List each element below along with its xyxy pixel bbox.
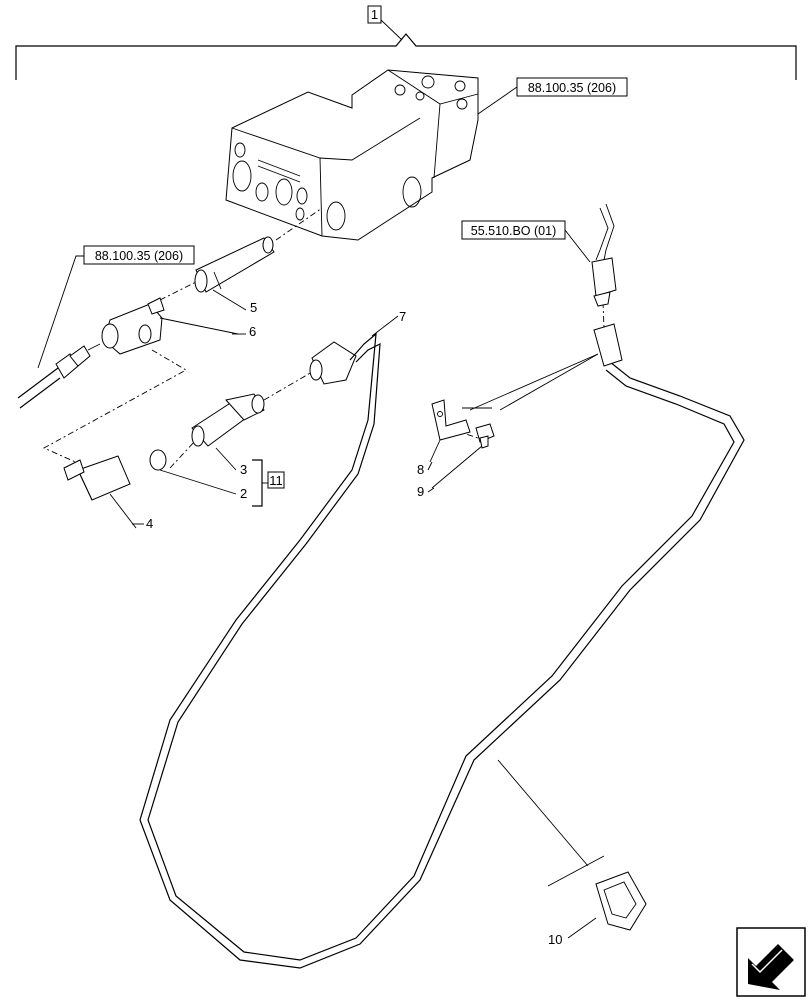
control-valve-block — [225, 69, 479, 241]
adapter-part-5 — [194, 236, 275, 311]
kit-bracket: 11 — [252, 459, 285, 507]
hose-fitting — [17, 343, 101, 409]
callout-6: 6 — [249, 324, 256, 339]
callout-10: 10 — [548, 932, 562, 947]
callout-3: 3 — [240, 462, 247, 477]
arrow-icon[interactable] — [736, 927, 806, 997]
assembly-number: 1 — [371, 7, 378, 22]
callout-7: 7 — [399, 309, 406, 324]
callout-5: 5 — [250, 300, 257, 315]
reference-valve-left: 88.100.35 (206) — [37, 245, 195, 369]
reference-valve-top: 88.100.35 (206) — [477, 77, 628, 115]
bracket-part-8 — [429, 399, 492, 463]
callout-4: 4 — [146, 516, 153, 531]
sensor-harness-part-7 — [139, 315, 745, 969]
assembly-bracket: 1 — [15, 5, 797, 80]
callout-2: 2 — [240, 486, 247, 501]
elbow-cap-part-4 — [63, 455, 137, 529]
tee-fitting-part-6 — [101, 297, 239, 355]
o-ring-part-2 — [149, 449, 237, 495]
reference-label: 88.100.35 (206) — [95, 249, 183, 263]
bolt-part-9 — [431, 423, 495, 489]
reference-label: 55.510.BO (01) — [471, 224, 556, 238]
reference-label: 88.100.35 (206) — [528, 81, 616, 95]
callout-9: 9 — [417, 484, 424, 499]
cable-tie-part-10 — [497, 759, 647, 939]
reference-connector: 55.510.BO (01) — [461, 220, 591, 263]
callout-8: 8 — [417, 462, 424, 477]
connector-plug — [469, 203, 623, 411]
pressure-switch-part-3 — [191, 393, 265, 471]
kit-number: 11 — [269, 473, 283, 488]
callout-labels: 5 6 7 3 2 4 8 9 10 — [132, 300, 562, 947]
